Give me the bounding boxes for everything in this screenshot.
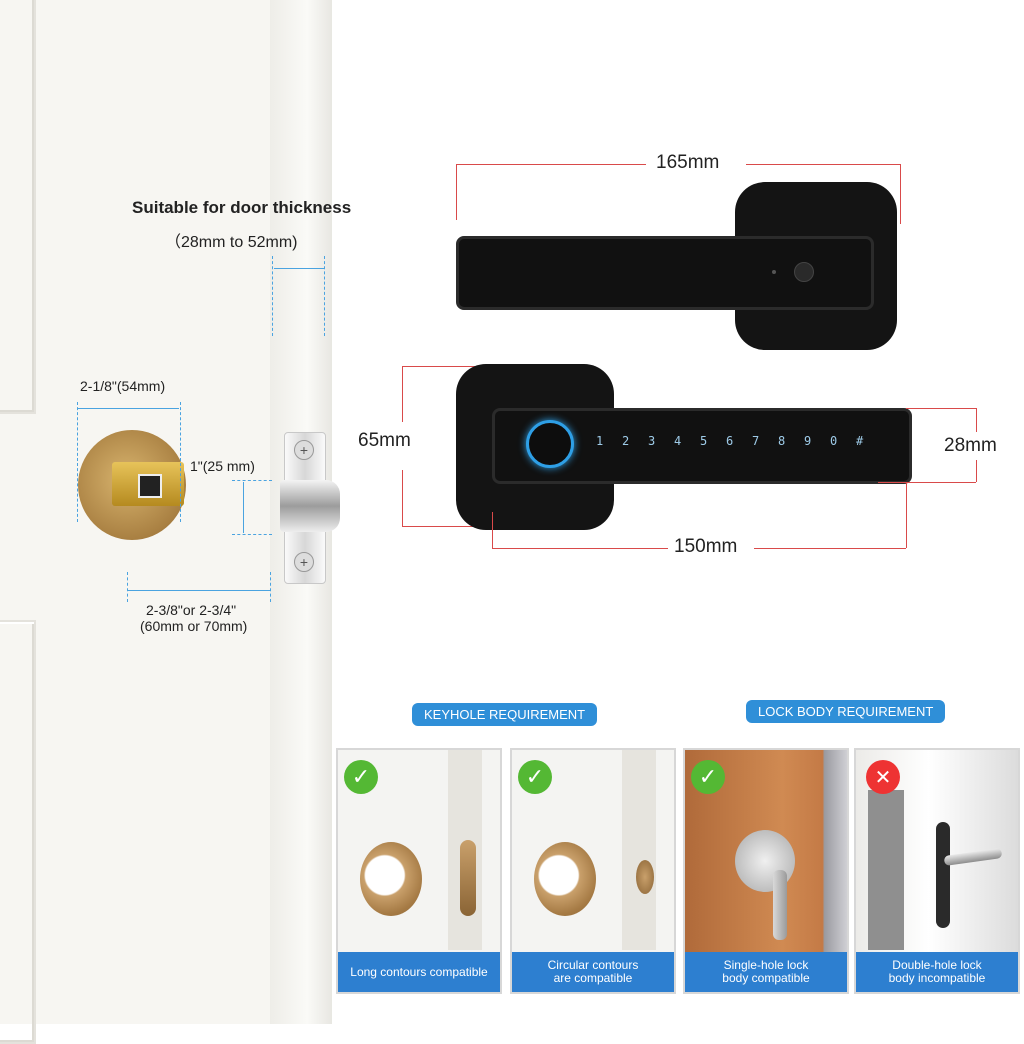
lever-length-line-right — [906, 482, 907, 548]
lever-handle — [943, 848, 1003, 866]
lockbody-requirement-label: LOCK BODY REQUIREMENT — [746, 700, 946, 723]
rose-height-line-top — [402, 366, 492, 367]
check-icon: ✓ — [691, 760, 725, 794]
cross-icon: ✕ — [866, 760, 900, 794]
key-icon — [773, 870, 787, 940]
length-line-left — [456, 164, 457, 220]
thickness-arrow — [274, 268, 324, 269]
handle-lever-front — [492, 408, 912, 484]
lever-height-dimension: 28mm — [940, 435, 1001, 457]
lever-length-line-a — [492, 548, 668, 549]
latch-height-line-bottom — [232, 534, 272, 535]
lever-length-line-left — [492, 512, 493, 548]
keypad-key[interactable]: 2 — [622, 434, 630, 448]
lever-length-dimension: 150mm — [670, 536, 742, 558]
rose-height-dimension: 65mm — [354, 430, 415, 452]
circular-contour-hole — [636, 860, 654, 894]
keypad-key[interactable]: 1 — [596, 434, 604, 448]
keypad-key[interactable]: 7 — [752, 434, 760, 448]
rose-height-line-a — [402, 366, 403, 422]
door-panel-lower — [0, 620, 36, 1044]
backset-dimension-line1: 2-3/8"or 2-3/4" — [146, 602, 237, 618]
length-line-b — [746, 164, 900, 165]
thickness-line-left — [272, 256, 273, 336]
backset-dimension-line2: (60mm or 70mm) — [140, 618, 248, 634]
lever-height-line-b — [976, 460, 977, 482]
caption: Long contours compatible — [338, 952, 500, 992]
keypad-key[interactable]: 8 — [778, 434, 786, 448]
mic-dot — [772, 270, 776, 274]
keypad-key[interactable]: # — [856, 434, 864, 448]
keypad-key[interactable]: 6 — [726, 434, 734, 448]
requirement-card-long-contour: ✓ Long contours compatible — [336, 748, 502, 994]
door-panel-upper — [0, 0, 36, 414]
length-line-right — [900, 164, 901, 224]
latch-height-line-top — [232, 480, 272, 481]
lever-plate — [936, 822, 950, 928]
check-icon: ✓ — [518, 760, 552, 794]
backset-arrow — [128, 590, 270, 591]
fingerprint-sensor[interactable] — [526, 420, 574, 468]
lever-height-line-bottom — [878, 482, 976, 483]
rose-height-line-bottom — [402, 526, 492, 527]
screw-bottom: + — [294, 552, 314, 572]
latch-square — [138, 474, 162, 498]
bore-dimension: 2-1/8"(54mm) — [80, 378, 166, 394]
backset-line-left — [127, 572, 128, 602]
round-bore-hole — [534, 842, 596, 916]
keypad-key[interactable]: 5 — [700, 434, 708, 448]
round-bore-hole — [360, 842, 422, 916]
door-thickness-title: Suitable for door thickness — [132, 198, 352, 217]
latch-height-arrow — [243, 482, 244, 533]
thickness-line-right — [324, 256, 325, 336]
keypad-key[interactable]: 9 — [804, 434, 812, 448]
door-thickness-range: （28mm to 52mm) — [165, 234, 298, 251]
length-line-a — [456, 164, 646, 165]
door-gap — [868, 790, 904, 950]
total-length-dimension: 165mm — [652, 152, 724, 174]
bore-arrow — [78, 408, 179, 409]
latch-bolt — [280, 480, 340, 532]
keyhole-requirement-label: KEYHOLE REQUIREMENT — [412, 703, 598, 726]
lever-height-line-a — [976, 408, 977, 432]
keypad-key[interactable]: 4 — [674, 434, 682, 448]
backset-line-right — [270, 572, 271, 602]
check-icon: ✓ — [344, 760, 378, 794]
lever-height-line-top — [906, 408, 976, 409]
bore-line-right — [180, 402, 181, 522]
keyhole-cover-icon — [794, 262, 814, 282]
long-contour-slot — [460, 840, 476, 916]
screw-top: + — [294, 440, 314, 460]
keypad-key[interactable]: 3 — [648, 434, 656, 448]
keypad-key[interactable]: 0 — [830, 434, 838, 448]
lever-length-line-b — [754, 548, 906, 549]
door-frame — [622, 750, 656, 950]
latch-height-dimension: 1"(25 mm) — [190, 458, 255, 474]
bore-line-left — [77, 402, 78, 522]
rose-height-line-b — [402, 470, 403, 526]
